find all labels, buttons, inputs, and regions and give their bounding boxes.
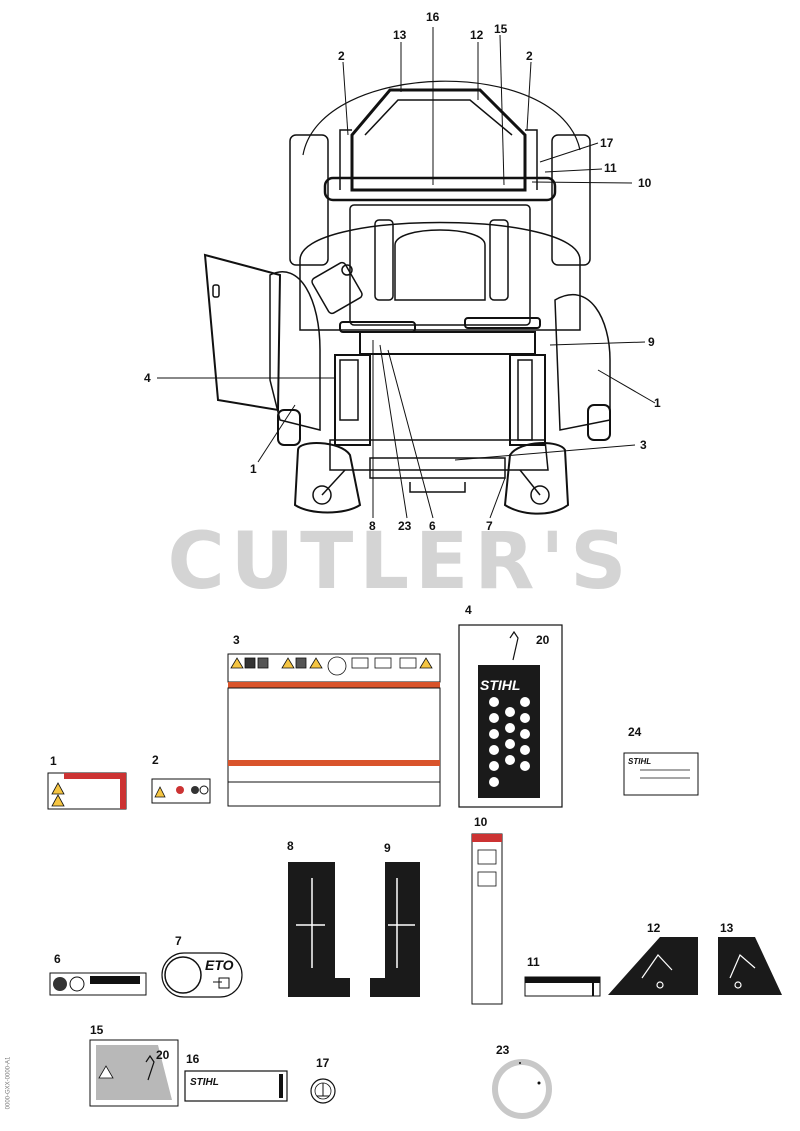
decal-3: [227, 653, 441, 807]
decal-11: [524, 976, 601, 997]
callout-8: 8: [369, 519, 376, 533]
watermark-text: CUTLER'S: [167, 517, 633, 607]
decal-16: [184, 1070, 288, 1102]
decal-24-logo: STIHL: [628, 757, 651, 766]
decal-23: [492, 1059, 552, 1119]
decal-17: [310, 1078, 336, 1104]
callout-23: 23: [398, 519, 412, 533]
decal-13: [718, 937, 782, 995]
part-label-8: 8: [287, 839, 294, 853]
decal-24: [623, 752, 699, 796]
decal-1: [47, 772, 127, 810]
part-label-24: 24: [628, 725, 642, 739]
part-label-16: 16: [186, 1052, 200, 1066]
decal-4-logo: STIHL: [480, 677, 520, 693]
callout-leader-lines: [157, 27, 656, 519]
callout-6: 6: [429, 519, 436, 533]
part-label-20-decal-15: 20: [156, 1048, 170, 1062]
decal-9: [370, 862, 420, 997]
callout-2-right: 2: [526, 49, 533, 63]
decal-16-logo: STIHL: [190, 1077, 219, 1088]
part-label-9: 9: [384, 841, 391, 855]
callout-4: 4: [144, 371, 151, 385]
decal-6: [49, 972, 147, 996]
part-label-20-decal-4: 20: [536, 633, 550, 647]
callout-15: 15: [494, 22, 508, 36]
part-label-10: 10: [474, 815, 488, 829]
decal-8: [288, 862, 350, 997]
part-label-17: 17: [316, 1056, 330, 1070]
part-label-2: 2: [152, 753, 159, 767]
callout-12: 12: [470, 28, 484, 42]
decal-7-logo: ETO: [205, 957, 234, 973]
part-label-23: 23: [496, 1043, 510, 1057]
callout-16: 16: [426, 10, 440, 24]
decal-15: [89, 1039, 179, 1107]
part-label-1: 1: [50, 754, 57, 768]
callout-13: 13: [393, 28, 407, 42]
part-label-3: 3: [233, 633, 240, 647]
callout-1-left: 1: [250, 462, 257, 476]
callout-17: 17: [600, 136, 614, 150]
part-label-15: 15: [90, 1023, 104, 1037]
callout-10: 10: [638, 176, 652, 190]
callout-7: 7: [486, 519, 493, 533]
callout-1-right: 1: [654, 396, 661, 410]
decal-2: [151, 778, 211, 804]
callout-9: 9: [648, 335, 655, 349]
mower-illustration: [203, 80, 611, 515]
part-label-13: 13: [720, 921, 734, 935]
decal-4-holes: [489, 697, 530, 787]
callout-11: 11: [604, 161, 617, 175]
decal-12: [608, 937, 698, 995]
callout-3: 3: [640, 438, 647, 452]
part-label-11: 11: [527, 955, 540, 969]
side-reference-code: 0000-GXX-0000-A1: [5, 1056, 12, 1110]
decal-7: [161, 952, 243, 998]
decal-10: [471, 833, 503, 1005]
part-label-12: 12: [647, 921, 661, 935]
callout-2-left: 2: [338, 49, 345, 63]
part-label-6: 6: [54, 952, 61, 966]
part-label-7: 7: [175, 934, 182, 948]
part-label-4: 4: [465, 603, 472, 617]
